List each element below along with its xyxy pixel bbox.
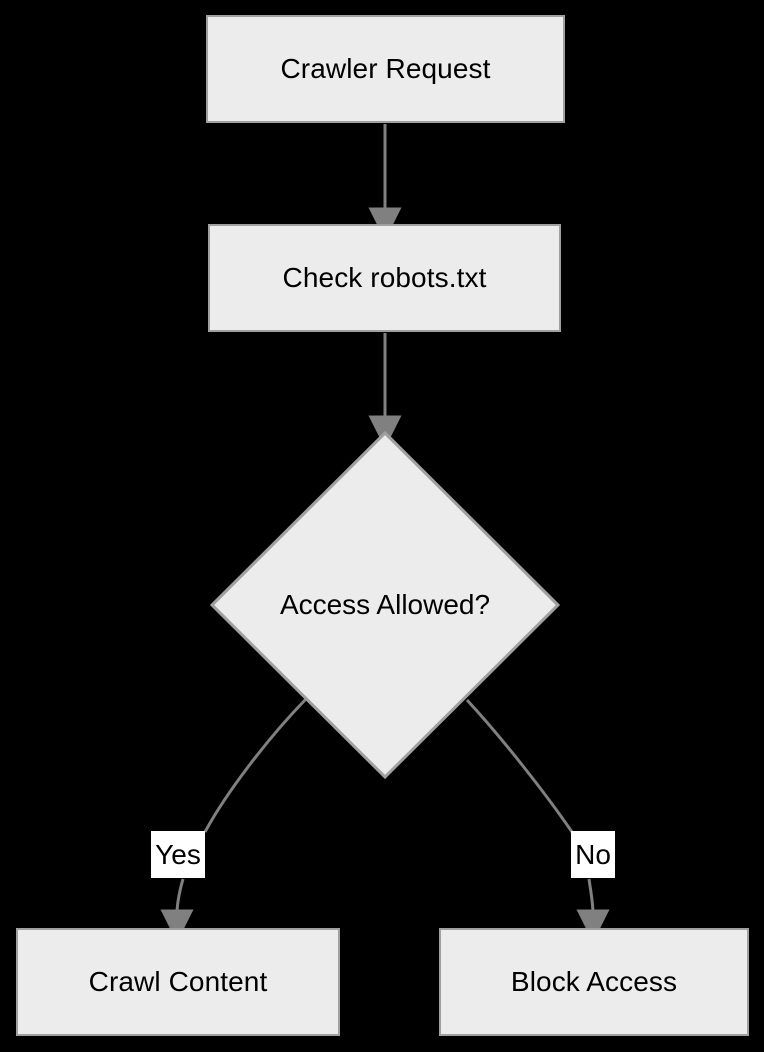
- node-check-robots-label: Check robots.txt: [282, 262, 487, 293]
- edge-access-allowed-to-block-access-upper: [465, 698, 574, 833]
- edge-label-yes: Yes: [151, 831, 205, 878]
- node-crawler-request-label: Crawler Request: [280, 53, 491, 84]
- edge-access-allowed-to-block-access-lower: [576, 878, 610, 943]
- node-crawl-content[interactable]: Crawl Content: [16, 928, 340, 1036]
- node-block-access-label: Block Access: [510, 966, 678, 997]
- diamond-shape: [210, 431, 560, 779]
- node-block-access[interactable]: Block Access: [439, 928, 749, 1036]
- edge-label-no-text: No: [575, 838, 611, 870]
- node-check-robots[interactable]: Check robots.txt: [208, 224, 561, 332]
- edge-access-allowed-to-crawl-content-upper: [203, 697, 308, 833]
- edge-label-yes-text: Yes: [155, 838, 201, 870]
- node-access-allowed[interactable]: Access Allowed?: [210, 431, 560, 779]
- node-access-allowed-label: Access Allowed?: [279, 589, 491, 620]
- node-crawl-content-label: Crawl Content: [88, 966, 268, 997]
- edge-access-allowed-to-crawl-content-lower: [160, 878, 194, 943]
- edge-label-no: No: [571, 831, 615, 878]
- node-crawler-request[interactable]: Crawler Request: [206, 15, 565, 123]
